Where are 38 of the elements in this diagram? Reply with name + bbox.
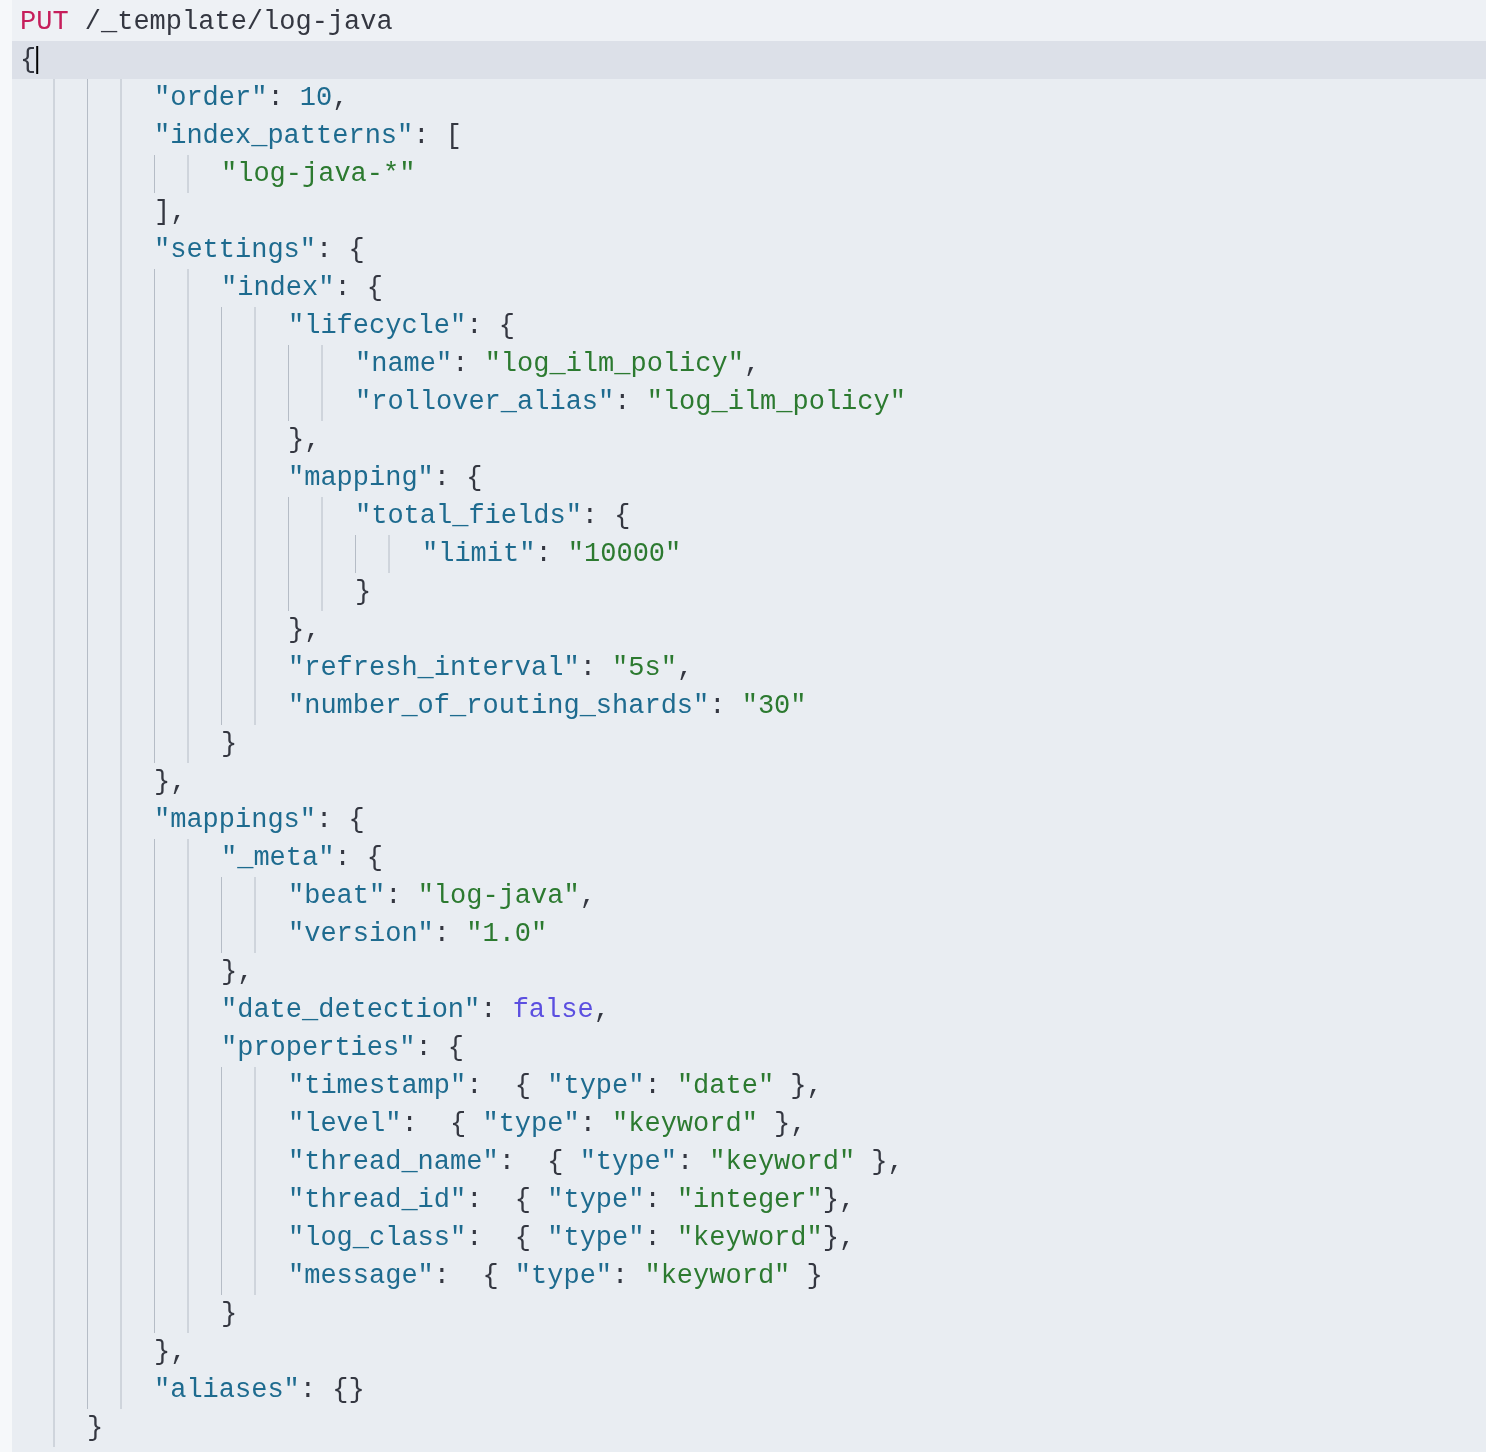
code-line: "_meta": { [221,842,384,875]
code-line: "timestamp": { "type": "date" }, [288,1070,823,1103]
code-line: "name": "log_ilm_policy", [355,348,761,381]
code-line: "number_of_routing_shards": "30" [288,690,807,723]
code-line: } [87,1412,104,1445]
code-line: "rollover_alias": "log_ilm_policy" [355,386,906,419]
code-line: } [355,576,372,609]
code-line: "properties": { [221,1032,465,1065]
code-line: "mapping": { [288,462,483,495]
code-line: ], [154,196,187,229]
code-line: "beat": "log-java", [288,880,596,913]
code-line: "thread_name": { "type": "keyword" }, [288,1146,904,1179]
code-line: }, [221,956,254,989]
code-line: }, [288,614,321,647]
code-line: "log_class": { "type": "keyword"}, [288,1222,856,1255]
code-line: }, [288,424,321,457]
code-line: "message": { "type": "keyword" } [288,1260,823,1293]
code-line: "log-java-*" [221,158,416,191]
code-line: { [20,44,37,77]
code-line: "version": "1.0" [288,918,548,951]
code-line: }, [154,766,187,799]
code-line: "index": { [221,272,384,305]
code-line: "lifecycle": { [288,310,515,343]
code-line: "aliases": {} [154,1374,365,1407]
code-line: "order": 10, [154,82,349,115]
code-line: "index_patterns": [ [154,120,462,153]
code-line: "refresh_interval": "5s", [288,652,694,685]
code-line: } [221,1298,238,1331]
code-line: }, [154,1336,187,1369]
code-line: "mappings": { [154,804,365,837]
request-line: PUT /_template/log-java [20,6,393,39]
code-line: "level": { "type": "keyword" }, [288,1108,807,1141]
code-line: "settings": { [154,234,365,267]
code-line: "date_detection": false, [221,994,610,1027]
code-line: "limit": "10000" [422,538,682,571]
code-line: "thread_id": { "type": "integer"}, [288,1184,856,1217]
code-line: } [221,728,238,761]
code-line: "total_fields": { [355,500,631,533]
